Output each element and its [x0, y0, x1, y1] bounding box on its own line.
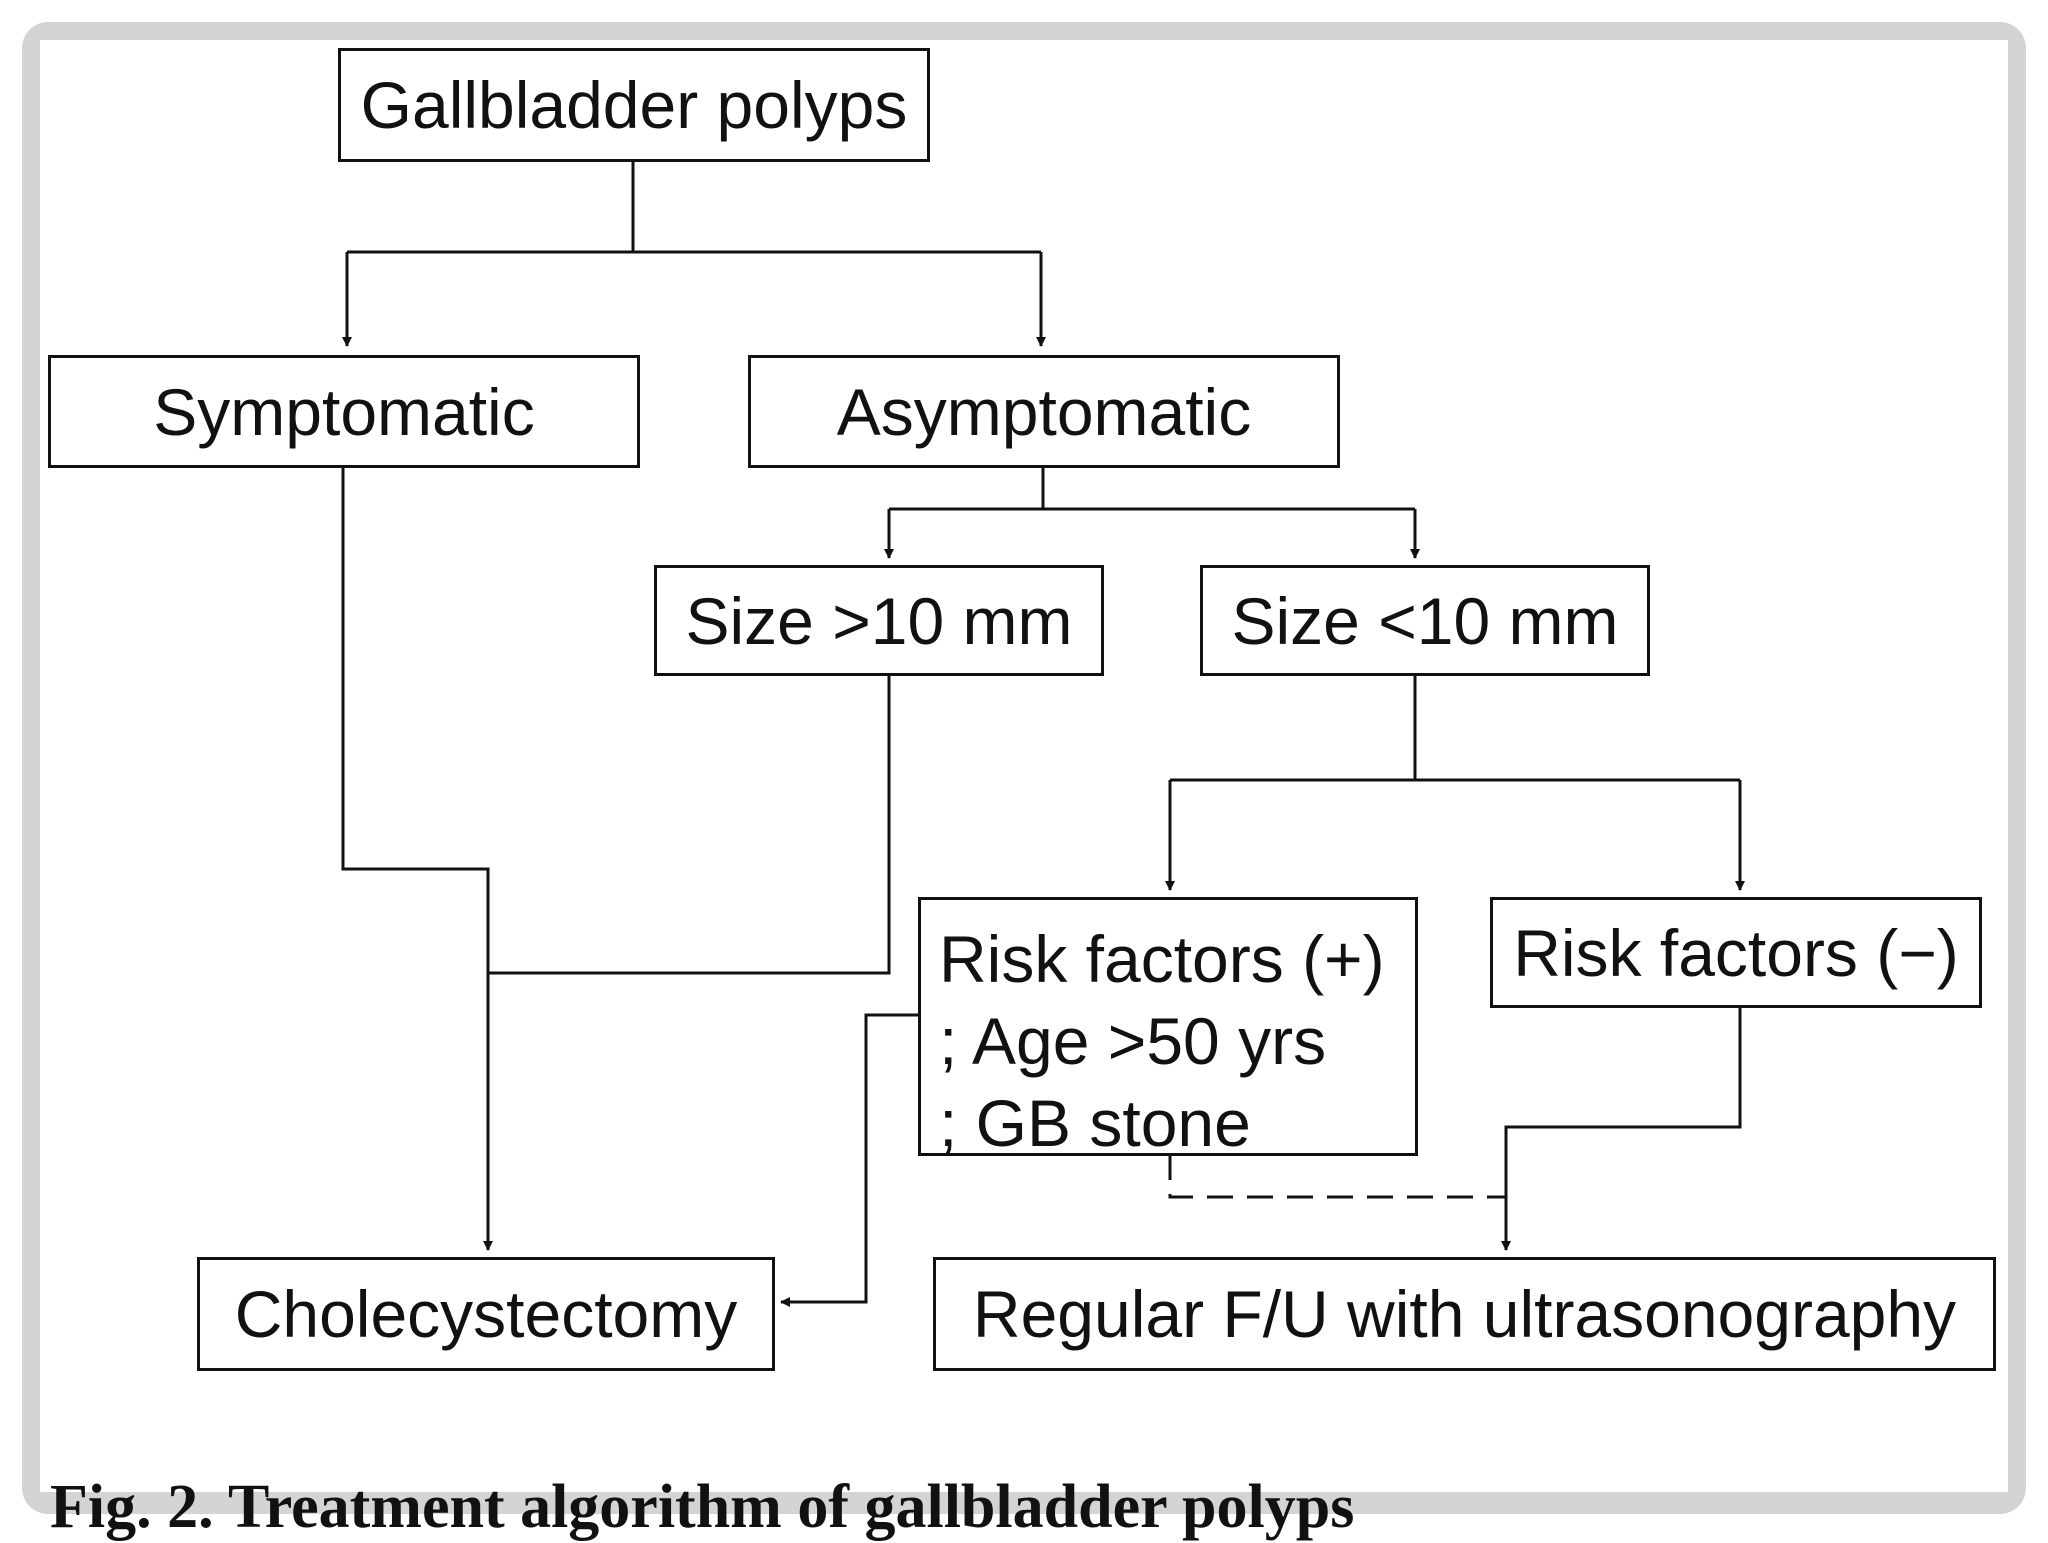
node-gallbladder-polyps: Gallbladder polyps	[338, 48, 930, 162]
node-regular-fu-label: Regular F/U with ultrasonography	[972, 1277, 1957, 1351]
flowchart-connectors	[341, 160, 1745, 1307]
node-size-gt-10: Size >10 mm	[654, 565, 1104, 676]
node-gallbladder-polyps-label: Gallbladder polyps	[360, 68, 908, 142]
connector-root-split	[347, 160, 1041, 254]
node-risk-positive-line2: ; Age >50 yrs	[939, 1004, 1327, 1078]
node-asymptomatic-label: Asymptomatic	[836, 374, 1252, 449]
connector-size-gt-10-join	[488, 674, 891, 975]
node-cholecystectomy-label: Cholecystectomy	[234, 1277, 738, 1351]
node-regular-fu: Regular F/U with ultrasonography	[933, 1257, 1996, 1371]
diagram-panel: Gallbladder polyps Symptomatic Asymptoma…	[40, 40, 2008, 1541]
node-symptomatic: Symptomatic	[48, 355, 640, 468]
node-risk-negative: Risk factors (−)	[1490, 897, 1982, 1008]
node-cholecystectomy: Cholecystectomy	[197, 1257, 775, 1371]
connector-risk-split	[1170, 674, 1740, 782]
node-risk-positive-line1: Risk factors (+)	[939, 922, 1385, 996]
node-symptomatic-label: Symptomatic	[153, 374, 535, 449]
connector-size-split	[889, 466, 1415, 511]
node-asymptomatic: Asymptomatic	[748, 355, 1340, 468]
node-risk-positive: Risk factors (+) ; Age >50 yrs ; GB ston…	[918, 897, 1418, 1160]
node-risk-positive-line3: ; GB stone	[939, 1086, 1251, 1160]
node-risk-negative-label: Risk factors (−)	[1513, 915, 1959, 990]
connector-symptomatic-to-cholecystectomy	[341, 466, 493, 1251]
connector-risk-positive-dashed	[1168, 1154, 1506, 1199]
figure-caption: Fig. 2. Treatment algorithm of gallbladd…	[50, 1473, 1355, 1541]
arrow-risk-positive-to-cholecystectomy	[780, 1013, 923, 1307]
node-size-lt-10-label: Size <10 mm	[1231, 583, 1619, 658]
node-size-gt-10-label: Size >10 mm	[685, 583, 1073, 658]
node-size-lt-10: Size <10 mm	[1200, 565, 1650, 676]
arrow-risk-negative-to-regular-fu	[1501, 1004, 1742, 1251]
